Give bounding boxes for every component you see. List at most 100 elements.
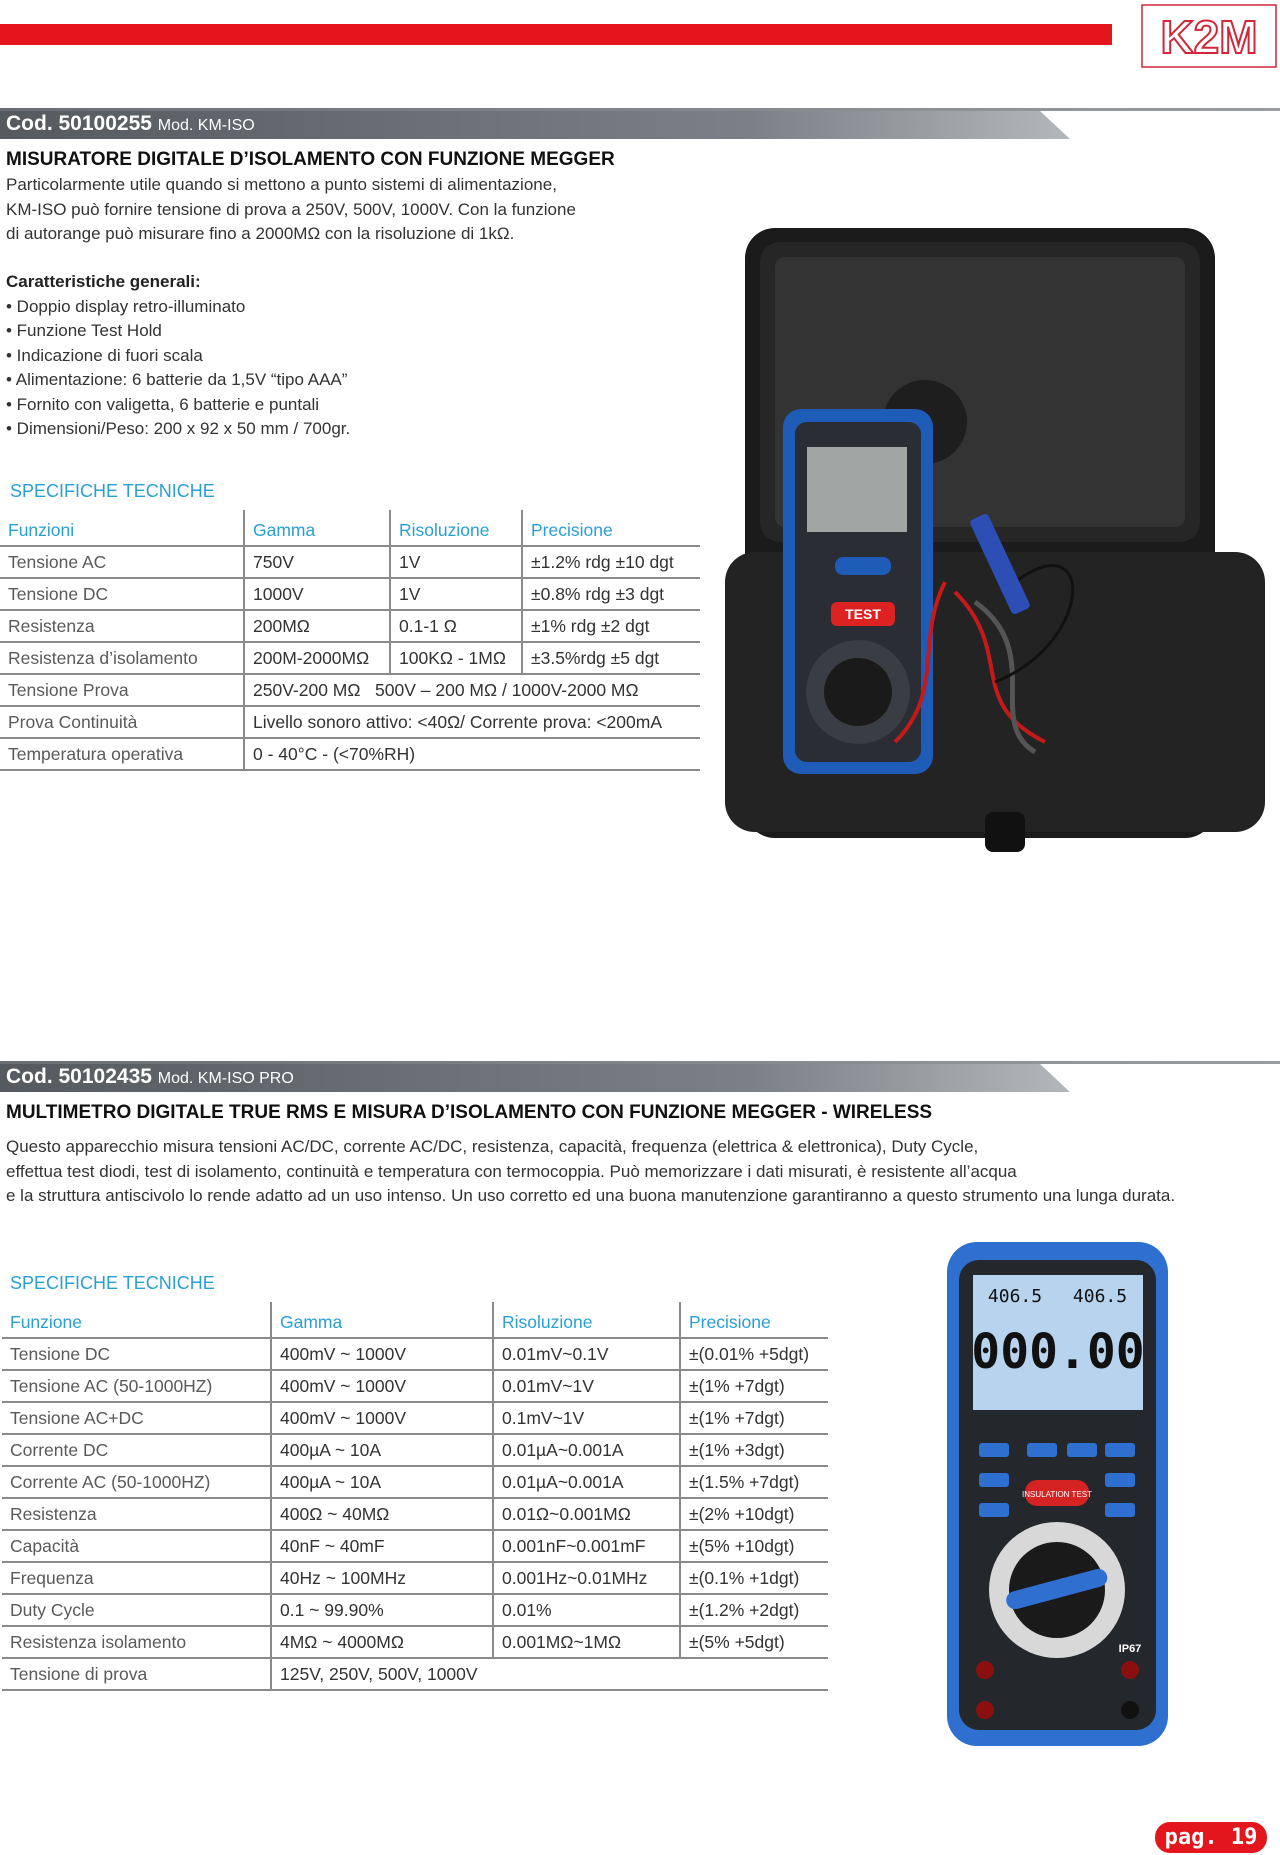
table-cell: ±(1.5% +7dgt) bbox=[679, 1466, 828, 1499]
table-cell: 0 - 40°C - (<70%RH) bbox=[243, 738, 700, 771]
table-cell: 400mV ~ 1000V bbox=[270, 1338, 493, 1371]
product2-image-multimeter: 406.5 406.5 000.00 INSULATION TEST IP67 bbox=[947, 1242, 1168, 1746]
table-cell: 0.1 ~ 99.90% bbox=[270, 1594, 493, 1627]
grey-test-lead bbox=[973, 599, 1037, 755]
col-header: Risoluzione bbox=[492, 1302, 680, 1339]
table-header-row: Funzione Gamma Risoluzione Precisione bbox=[2, 1302, 828, 1339]
table-cell: 400mV ~ 1000V bbox=[270, 1402, 493, 1435]
table-cell: Tensione Prova bbox=[0, 674, 244, 707]
product1-description: Particolarmente utile quando si mettono … bbox=[6, 173, 576, 247]
col-header: Gamma bbox=[243, 510, 390, 547]
product-code: Cod. 50100255 bbox=[6, 112, 152, 135]
table-cell: Tensione AC (50-1000HZ) bbox=[2, 1370, 271, 1403]
table-cell: 250V-200 MΩ 500V – 200 MΩ / 1000V-2000 M… bbox=[243, 674, 700, 707]
table-cell: Livello sonoro attivo: <40Ω/ Corrente pr… bbox=[243, 706, 700, 739]
table-cell: Tensione DC bbox=[0, 578, 244, 611]
table-cell: Resistenza isolamento bbox=[2, 1626, 271, 1659]
table-cell: Resistenza bbox=[2, 1498, 271, 1531]
table-cell: ±(5% +5dgt) bbox=[679, 1626, 828, 1659]
insulation-test-button bbox=[1025, 1480, 1089, 1506]
table-cell: Duty Cycle bbox=[2, 1594, 271, 1627]
meter-display bbox=[807, 447, 907, 532]
table-cell: 0.01mV~1V bbox=[492, 1370, 680, 1403]
col-header: Gamma bbox=[270, 1302, 493, 1339]
table-cell: 400mV ~ 1000V bbox=[270, 1370, 493, 1403]
lcd-secondary-left: 406.5 bbox=[988, 1286, 1042, 1307]
table-cell: ±1% rdg ±2 dgt bbox=[521, 610, 700, 643]
table-cell: ±(0.01% +5dgt) bbox=[679, 1338, 828, 1371]
page-number-badge: pag. 19 bbox=[1155, 1822, 1267, 1853]
product2-code-band: Cod. 50102435 Mod. KM-ISO PRO bbox=[0, 1061, 1280, 1092]
description-line: effettua test diodi, test di isolamento,… bbox=[6, 1161, 1017, 1181]
product2-title: MULTIMETRO DIGITALE TRUE RMS E MISURA D’… bbox=[6, 1102, 933, 1123]
col-header: Funzioni bbox=[0, 510, 244, 547]
table-cell: Frequenza bbox=[2, 1562, 271, 1595]
lcd-secondary-right: 406.5 bbox=[1073, 1286, 1127, 1307]
table-cell: ±3.5%rdg ±5 dgt bbox=[521, 642, 700, 675]
meter-lcd bbox=[973, 1275, 1143, 1410]
table-cell: 125V, 250V, 500V, 1000V bbox=[270, 1658, 828, 1691]
table-cell: ±0.8% rdg ±3 dgt bbox=[521, 578, 700, 611]
table-cell: Prova Continuità bbox=[0, 706, 244, 739]
table-cell: Corrente AC (50-1000HZ) bbox=[2, 1466, 271, 1499]
col-header: Funzione bbox=[2, 1302, 271, 1339]
table-cell: Capacità bbox=[2, 1530, 271, 1563]
product1-features: Caratteristiche generali: • Doppio displ… bbox=[6, 270, 350, 442]
description-line: Particolarmente utile quando si mettono … bbox=[6, 175, 557, 194]
col-header: Risoluzione bbox=[389, 510, 522, 547]
table-cell: 0.01% bbox=[492, 1594, 680, 1627]
table-cell: 1000V bbox=[243, 578, 390, 611]
product1-code-band: Cod. 50100255 Mod. KM-ISO bbox=[0, 108, 1280, 139]
table-cell: 750V bbox=[243, 546, 390, 579]
product-model: Mod. KM-ISO bbox=[157, 117, 255, 134]
table-cell: ±(1% +3dgt) bbox=[679, 1434, 828, 1467]
col-header: Precisione bbox=[679, 1302, 828, 1339]
ip-rating-label: IP67 bbox=[1119, 1643, 1142, 1655]
table-cell: ±(1.2% +2dgt) bbox=[679, 1594, 828, 1627]
table-cell: Tensione DC bbox=[2, 1338, 271, 1371]
feature-item: • Indicazione di fuori scala bbox=[6, 345, 203, 365]
product1-title: MISURATORE DIGITALE D’ISOLAMENTO CON FUN… bbox=[6, 149, 615, 170]
table-cell: 0.01mV~0.1V bbox=[492, 1338, 680, 1371]
aaa-batteries bbox=[970, 513, 1030, 615]
table-cell: Tensione AC bbox=[0, 546, 244, 579]
lcd-main-reading: 000.00 bbox=[971, 1324, 1144, 1380]
description-line: di autorange può misurare fino a 2000MΩ … bbox=[6, 224, 515, 243]
table-cell: 400µA ~ 10A bbox=[270, 1466, 493, 1499]
table-cell: 0.01Ω~0.001MΩ bbox=[492, 1498, 680, 1531]
feature-item: • Fornito con valigetta, 6 batterie e pu… bbox=[6, 394, 320, 414]
table-cell: ±(2% +10dgt) bbox=[679, 1498, 828, 1531]
table-cell: 200MΩ bbox=[243, 610, 390, 643]
product-model: Mod. KM-ISO PRO bbox=[157, 1070, 294, 1087]
test-button-label: INSULATION TEST bbox=[1022, 1490, 1092, 1499]
feature-item: • Alimentazione: 6 batterie da 1,5V “tip… bbox=[6, 370, 348, 389]
table-header-row: Funzioni Gamma Risoluzione Precisione bbox=[0, 510, 700, 547]
product1-spec-table: Funzioni Gamma Risoluzione Precisione Te… bbox=[0, 510, 700, 771]
table-cell: Corrente DC bbox=[2, 1434, 271, 1467]
table-cell: 0.1mV~1V bbox=[492, 1402, 680, 1435]
table-cell: 0.001MΩ~1MΩ bbox=[492, 1626, 680, 1659]
product2-description: Questo apparecchio misura tensioni AC/DC… bbox=[6, 1135, 1175, 1209]
description-line: e la struttura antiscivolo lo rende adat… bbox=[6, 1186, 1176, 1205]
feature-item: • Dimensioni/Peso: 200 x 92 x 50 mm / 70… bbox=[6, 419, 351, 438]
table-cell: 400Ω ~ 40MΩ bbox=[270, 1498, 493, 1531]
table-cell: Temperatura operativa bbox=[0, 738, 244, 771]
features-title: Caratteristiche generali: bbox=[6, 272, 201, 291]
table-cell: 0.001nF~0.001mF bbox=[492, 1530, 680, 1563]
product2-specs-title: SPECIFICHE TECNICHE bbox=[10, 1273, 215, 1293]
table-cell: 0.01µA~0.001A bbox=[492, 1434, 680, 1467]
